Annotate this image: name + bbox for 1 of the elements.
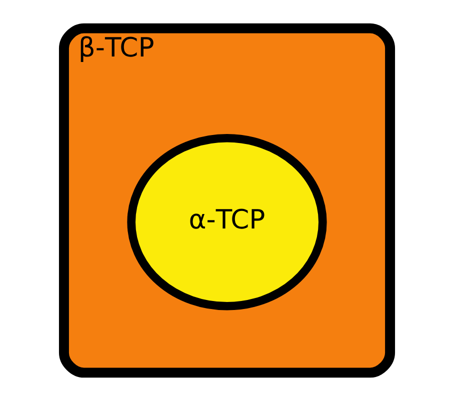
node-ellipse: α-TCP bbox=[127, 134, 327, 310]
